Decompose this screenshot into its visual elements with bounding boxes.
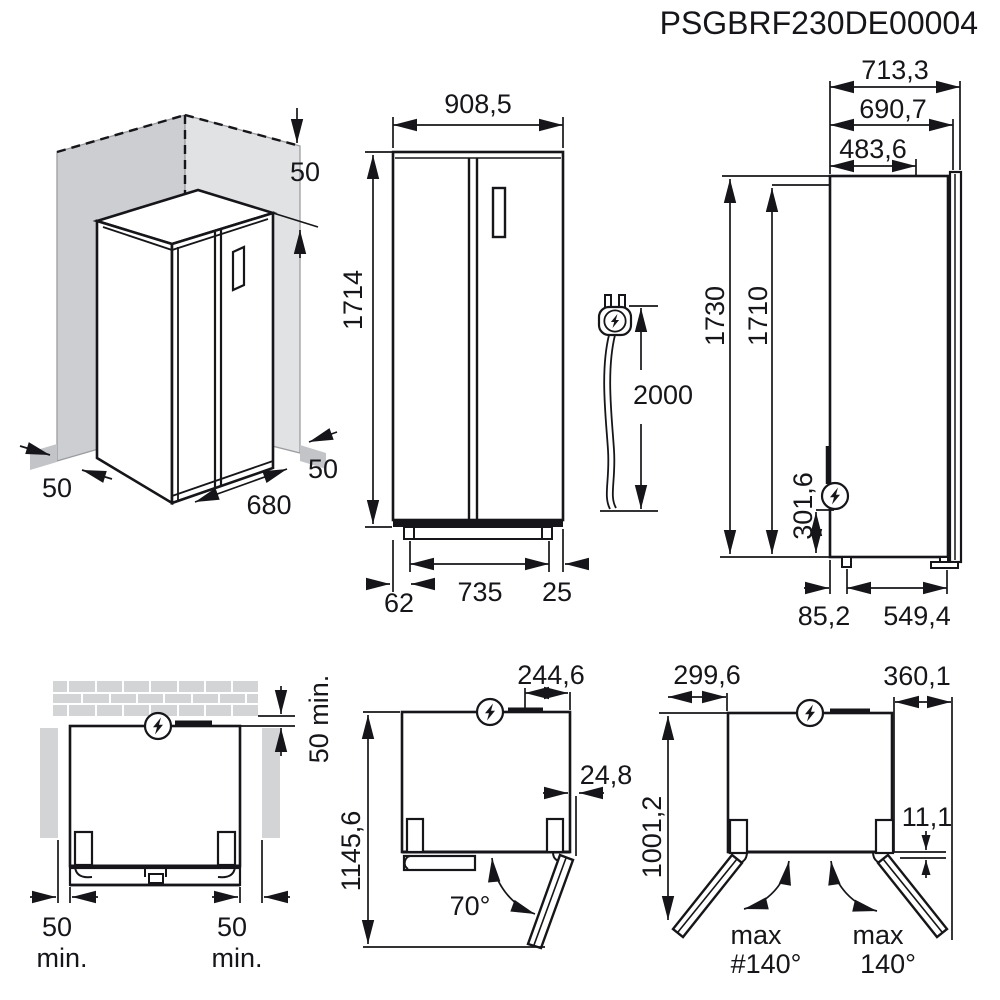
front-dimensions — [365, 117, 589, 592]
floor-wedge-right — [300, 445, 326, 469]
dim-iso-width: 680 — [246, 490, 291, 520]
dim-height-body: 1710 — [743, 286, 773, 346]
dim-right-door-width: 360,1 — [883, 661, 951, 691]
dim-depth-body: 483,6 — [839, 134, 907, 164]
fridge-top-view — [68, 724, 242, 868]
dim-depth-total: 713,3 — [861, 55, 929, 85]
side-dimensions — [720, 80, 961, 595]
power-icon — [603, 309, 627, 333]
swing-arc — [488, 857, 536, 915]
door140-dimensions — [659, 690, 953, 940]
dim-left-clearance-unit: min. — [36, 943, 87, 973]
hinge — [216, 830, 237, 867]
cord-dimension — [600, 305, 658, 512]
dim-iso-left-clearance: 50 — [42, 473, 72, 503]
isometric-view: 50 50 50 680 — [19, 108, 338, 520]
hinge — [545, 817, 565, 854]
side-view: 713,3 690,7 483,6 1730 1710 301,6 85,2 5… — [700, 55, 963, 631]
front-foot — [841, 556, 852, 568]
front-view: 908,5 1714 62 735 25 — [338, 89, 589, 618]
label-right-max: max — [852, 920, 904, 950]
dim-back-gap: 50 min. — [304, 675, 334, 764]
topview-door-70: 244,6 1145,6 24,8 70° — [336, 660, 633, 950]
label-left-angle: #140° — [731, 949, 802, 979]
cord — [603, 334, 611, 510]
dim-door-offset: 24,8 — [580, 760, 633, 790]
floor-wedge-left — [30, 444, 57, 470]
swing-arc-right — [828, 860, 878, 912]
dim-left-door-width: 299,6 — [673, 660, 741, 690]
fridge-isometric — [92, 188, 278, 506]
dim-front-width: 908,5 — [444, 89, 512, 119]
dim-foot-left: 62 — [384, 588, 414, 618]
label-right-angle: 140° — [860, 949, 916, 979]
door70-dimensions — [361, 686, 604, 948]
clearance-dimensions — [30, 686, 295, 904]
dim-height-total: 1730 — [700, 286, 730, 346]
power-icon — [143, 711, 173, 741]
wall-dashed-edges — [56, 113, 301, 202]
topview-doors-140: 299,6 360,1 1001,2 11,1 max #140° max 14… — [637, 660, 953, 979]
dim-right-clearance-unit: min. — [211, 943, 262, 973]
power-icon — [820, 481, 850, 511]
swing-arc-left — [743, 860, 791, 910]
topview-clearances: 50 min. 50 min. 50 min. — [30, 675, 334, 973]
door-handle — [491, 186, 507, 239]
dim-iso-top-clearance: 50 — [290, 157, 320, 187]
hinge — [73, 830, 94, 867]
hinge — [874, 818, 895, 855]
dim-front-height: 1714 — [338, 270, 368, 330]
fridge-top-view — [726, 711, 894, 854]
hinge — [728, 818, 749, 855]
dim-iso-right-clearance: 50 — [308, 454, 338, 484]
dim-cord-length: 2000 — [633, 380, 693, 410]
side-wall-right — [262, 728, 280, 838]
side-wall-left — [40, 728, 58, 838]
dim-open-angle: 70° — [450, 891, 491, 921]
dim-socket-height: 301,6 — [788, 472, 818, 540]
dim-right-clearance-value: 50 — [217, 912, 247, 942]
power-cord: 2000 — [597, 294, 693, 512]
dim-depth-door: 690,7 — [859, 94, 927, 124]
dim-total-depth-140: 1001,2 — [637, 796, 667, 879]
brick-joints — [53, 681, 258, 716]
iso-dimensions — [19, 108, 338, 503]
dim-total-depth-70: 1145,6 — [336, 811, 366, 892]
power-icon — [795, 698, 825, 728]
dim-foot-right: 25 — [542, 577, 572, 607]
power-icon — [475, 697, 505, 727]
dim-feet-span: 735 — [457, 577, 502, 607]
closed-left-door — [402, 854, 477, 872]
model-number: PSGBRF230DE00004 — [660, 5, 978, 41]
door-handle — [231, 245, 246, 292]
dim-door-width: 244,6 — [517, 660, 585, 690]
dim-door-edge-offset: 11,1 — [902, 802, 953, 832]
fridge-top-view — [400, 710, 572, 854]
label-left-max: max — [730, 920, 782, 950]
dim-feet-span-side: 549,4 — [883, 601, 951, 631]
brick-wall — [53, 681, 258, 716]
dim-left-clearance-value: 50 — [42, 912, 72, 942]
dim-foot-offset: 85,2 — [798, 601, 851, 631]
hinge — [405, 817, 425, 854]
